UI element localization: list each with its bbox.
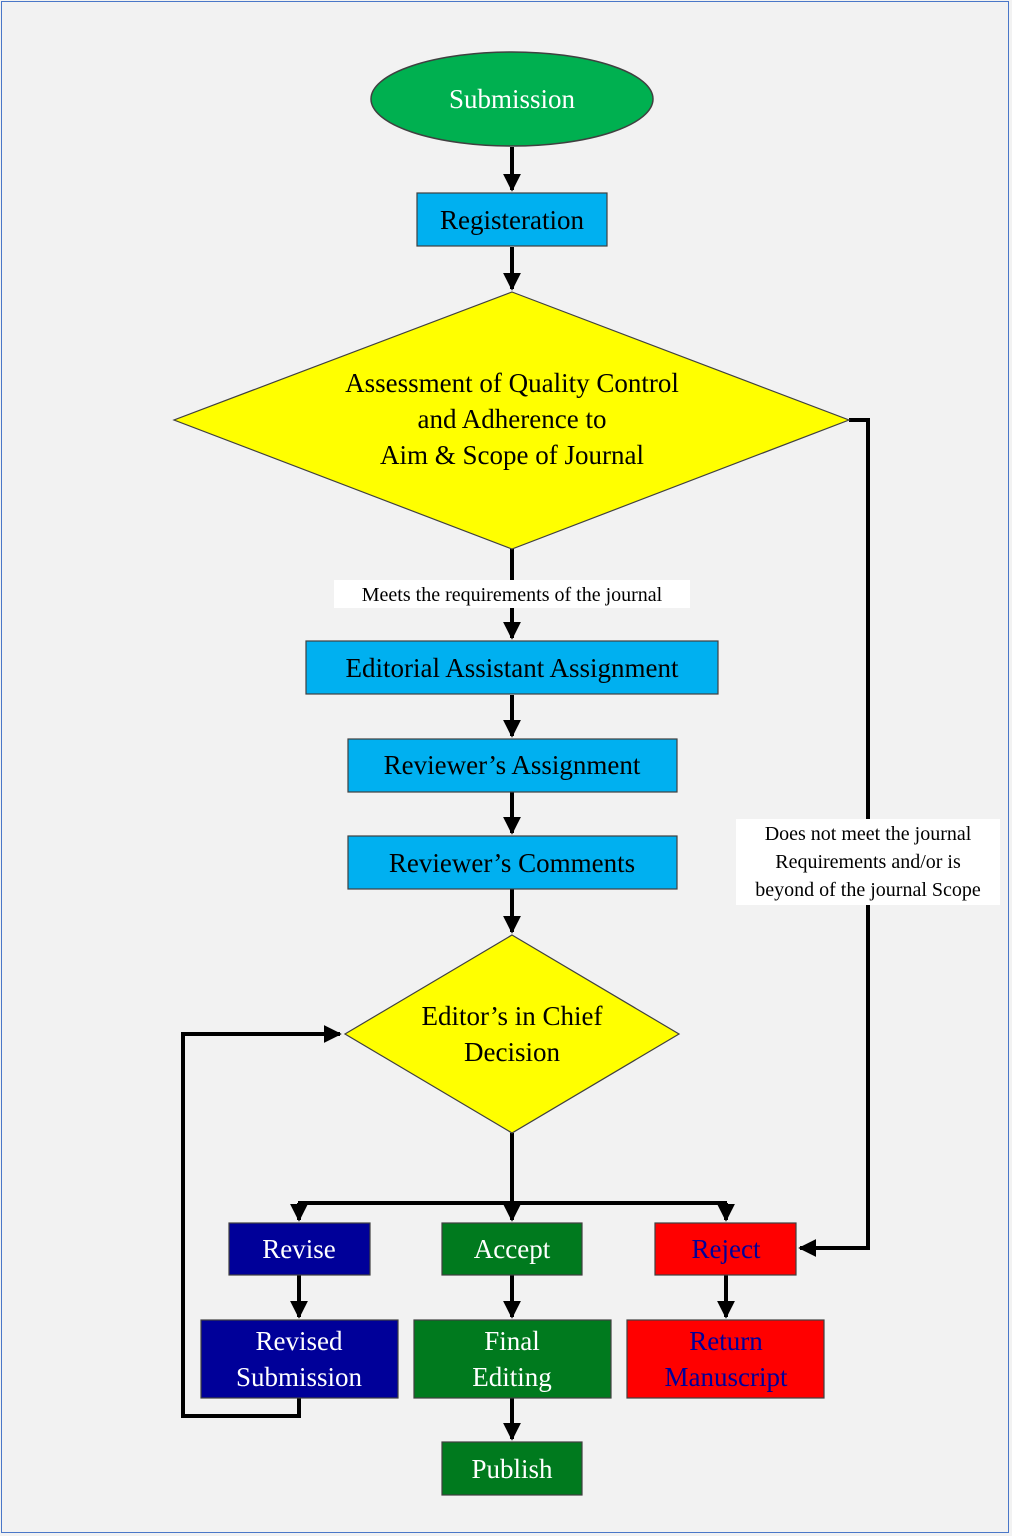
node-publish: Publish	[441, 1441, 583, 1496]
node-revised-submission-line-1: Revised	[256, 1326, 343, 1356]
node-editorial-assistant-label: Editorial Assistant Assignment	[345, 653, 679, 683]
node-publish-label: Publish	[471, 1454, 553, 1484]
node-registration-shape	[416, 192, 608, 247]
node-return-manuscript-line-2: Manuscript	[665, 1362, 788, 1392]
node-revise-shape	[228, 1222, 371, 1276]
node-reject-shape	[654, 1222, 797, 1276]
node-revise-label: Revise	[262, 1234, 336, 1264]
node-reviewers-comments-shape	[347, 835, 678, 890]
node-reject: Reject	[654, 1222, 797, 1276]
edge-label-not-meet-bg	[736, 819, 1000, 905]
node-revised-submission-line-2: Submission	[236, 1362, 363, 1392]
node-revise: Revise	[228, 1222, 371, 1276]
node-revised-submission-shape	[200, 1319, 399, 1399]
node-final-editing-line-2: Editing	[472, 1362, 552, 1392]
node-reviewers-assignment-label: Reviewer’s Assignment	[384, 750, 641, 780]
node-final-editing-shape	[413, 1319, 612, 1399]
node-submission-shape	[370, 51, 654, 147]
node-reviewers-assignment-shape	[347, 738, 678, 793]
node-reviewers-comments-label: Reviewer’s Comments	[389, 848, 635, 878]
edge-label-meets-text: Meets the requirements of the journal	[362, 584, 663, 606]
edge-label-not-meet-line-1: Does not meet the journal	[765, 823, 972, 845]
node-editorial-assistant: Editorial Assistant Assignment	[305, 640, 719, 695]
node-assessment-shape	[172, 291, 851, 550]
node-assessment-line-1: Assessment of Quality Control	[345, 368, 679, 398]
node-reviewers-assignment: Reviewer’s Assignment	[347, 738, 678, 793]
node-assessment: Assessment of Quality Control and Adhere…	[172, 291, 851, 550]
connectors	[181, 147, 870, 1441]
edge-label-not-meet-line-3: beyond of the journal Scope	[755, 879, 981, 901]
node-registration-label: Registeration	[440, 205, 584, 235]
edge-label-not-meet: Does not meet the journal Requirements a…	[736, 819, 1000, 905]
node-return-manuscript-shape	[626, 1319, 825, 1399]
node-accept-shape	[441, 1222, 583, 1276]
node-return-manuscript-line-1: Return	[689, 1326, 763, 1356]
node-return-manuscript: Return Manuscript	[626, 1319, 825, 1399]
arrow-revised-loop-back	[181, 1025, 342, 1418]
node-reject-label: Reject	[692, 1234, 761, 1264]
node-assessment-line-3: Aim & Scope of Journal	[380, 440, 644, 470]
node-accept-label: Accept	[474, 1234, 551, 1264]
edge-label-meets: Meets the requirements of the journal	[334, 580, 690, 608]
node-publish-shape	[441, 1441, 583, 1496]
node-submission: Submission	[370, 51, 654, 147]
node-final-editing-line-1: Final	[484, 1326, 540, 1356]
node-editorial-assistant-shape	[305, 640, 719, 695]
edge-label-not-meet-line-2: Requirements and/or is	[775, 851, 961, 873]
node-submission-label: Submission	[449, 84, 576, 114]
node-revised-submission: Revised Submission	[200, 1319, 399, 1399]
node-registration: Registeration	[416, 192, 608, 247]
node-editor-decision-line-2: Decision	[464, 1037, 560, 1067]
node-assessment-line-2: and Adherence to	[418, 404, 607, 434]
edge-label-meets-bg	[334, 580, 690, 608]
node-accept: Accept	[441, 1222, 583, 1276]
node-editor-decision: Editor’s in Chief Decision	[343, 934, 681, 1134]
node-editor-decision-shape	[343, 934, 681, 1134]
node-final-editing: Final Editing	[413, 1319, 612, 1399]
node-reviewers-comments: Reviewer’s Comments	[347, 835, 678, 890]
node-editor-decision-line-1: Editor’s in Chief	[422, 1001, 603, 1031]
